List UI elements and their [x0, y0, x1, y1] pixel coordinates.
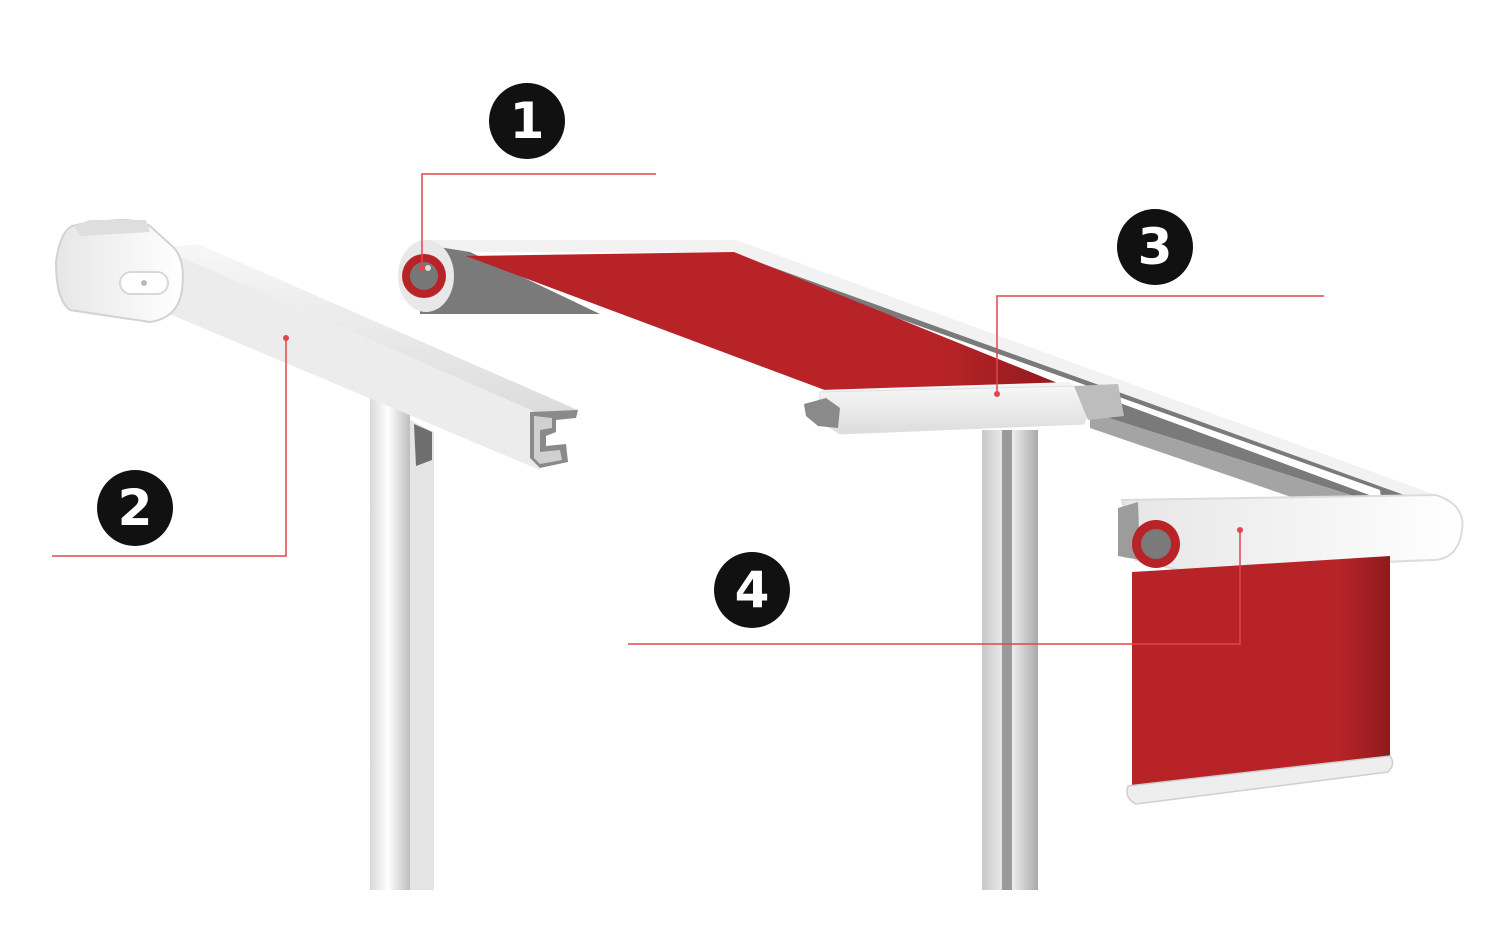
cassette-rail-inner [730, 252, 1418, 510]
valance-bottom-bar [1126, 755, 1394, 805]
left-assembly [54, 218, 578, 890]
front-bar [804, 382, 1124, 435]
leader-dot-4 [1237, 527, 1243, 533]
callout-badge-1: 1 [489, 83, 565, 159]
valance-fabric [1132, 556, 1390, 786]
leader-dot-1 [419, 265, 425, 271]
leader-dot-3 [994, 391, 1000, 397]
leader-lines [52, 173, 1324, 645]
valance-roller-tube [1141, 529, 1171, 559]
main-assembly [398, 240, 1464, 890]
front-bar-slider [1074, 384, 1124, 420]
valance-cassette-body [1120, 493, 1464, 572]
left-post-side [410, 420, 434, 890]
leader-line-3 [996, 295, 1324, 394]
callout-number-1: 1 [510, 92, 545, 150]
side-rail-profile-face [160, 248, 540, 470]
front-valance-roller [1118, 493, 1464, 805]
callout-number-2: 2 [118, 479, 153, 537]
callout-badge-3: 3 [1117, 209, 1193, 285]
side-rail-end-section-light [534, 416, 562, 464]
leader-line-2 [52, 338, 287, 557]
left-end-cap [54, 218, 184, 324]
left-end-cap-screw [141, 280, 147, 286]
callout-badge-2: 2 [97, 470, 173, 546]
side-rail-profile [160, 244, 578, 414]
middle-post-groove [1002, 430, 1012, 890]
left-post [370, 358, 410, 890]
cassette-roller [398, 240, 454, 312]
leader-dot-2 [283, 335, 289, 341]
cassette-rear-housing [420, 244, 600, 314]
leader-dots [283, 265, 1243, 533]
callout-number-3: 3 [1138, 218, 1173, 276]
leader-line-4 [628, 530, 1241, 645]
cassette-roller-axle [425, 265, 431, 271]
callout-number-4: 4 [735, 561, 770, 619]
callout-badge-4: 4 [714, 552, 790, 628]
cassette-roller-tube [410, 262, 438, 290]
left-end-cap-top [74, 220, 150, 236]
front-bar-face [817, 385, 1091, 435]
cassette-rail-lower [1090, 412, 1382, 505]
cassette-fabric [466, 252, 1060, 392]
front-bar-end-section [804, 398, 840, 428]
left-post-bracket [414, 424, 432, 466]
leader-line-1 [421, 173, 656, 268]
